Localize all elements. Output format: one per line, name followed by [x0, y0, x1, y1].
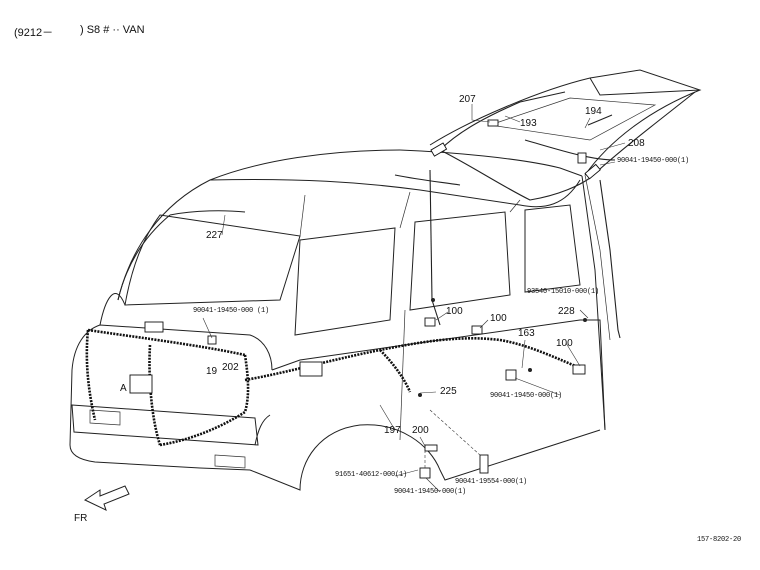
- ref-228: 228: [558, 306, 575, 317]
- ref-100-b: 100: [490, 313, 507, 324]
- ref-193: 193: [520, 118, 537, 129]
- ref-194: 194: [585, 106, 602, 117]
- ref-A: A: [120, 383, 127, 394]
- part-number-7: 90041-19554-000(1): [455, 478, 528, 486]
- header-model: ) S8 # ·· VAN: [80, 24, 145, 36]
- part-number-5: 91651-40612-000(1): [335, 471, 408, 479]
- front-direction-arrow: [83, 485, 130, 511]
- ref-100-c: 100: [556, 338, 573, 349]
- ref-207: 207: [459, 94, 476, 105]
- header-code: (9212－: [14, 27, 54, 39]
- ref-100-a: 100: [446, 306, 463, 317]
- ref-163: 163: [518, 328, 535, 339]
- part-number-2: 93540-15010-000(1): [527, 288, 600, 296]
- van-body: [69, 149, 606, 491]
- rear-hatch: [429, 69, 702, 341]
- part-number-1: 90041-19450-000(1): [617, 157, 690, 165]
- ref-208: 208: [628, 138, 645, 149]
- ref-19: 19: [206, 366, 218, 377]
- front-label: FR: [74, 513, 88, 524]
- ref-200: 200: [412, 425, 429, 436]
- ref-202: 202: [222, 362, 239, 373]
- ref-225: 225: [440, 386, 457, 397]
- leader-lines: [202, 104, 626, 493]
- part-number-6: 90041-19450-000(1): [394, 488, 467, 496]
- figure-reference: 157-8202-20: [697, 536, 742, 544]
- part-number-3: 90041-19450-000 (1): [193, 307, 270, 315]
- connectors: [129, 119, 601, 479]
- part-number-4: 90041-19450-000(1): [490, 392, 563, 400]
- harness-wiring: [85, 91, 696, 447]
- ref-227: 227: [206, 230, 223, 241]
- ref-197: 197: [384, 425, 401, 436]
